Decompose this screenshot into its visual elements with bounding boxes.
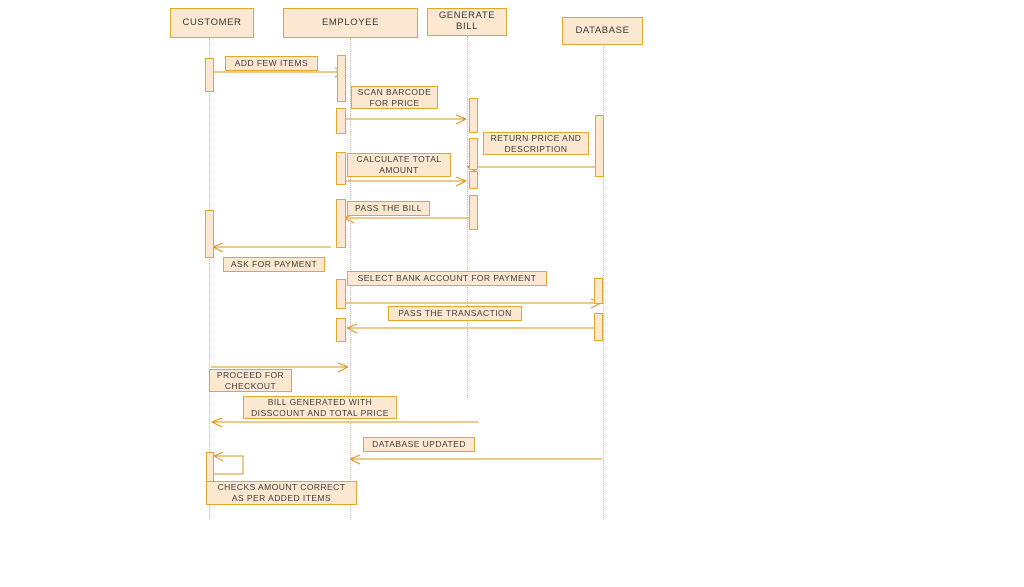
message-label-m4[interactable]: CALCULATE TOTAL AMOUNT — [347, 153, 451, 177]
actor-box-generate_bill[interactable]: GENERATE BILL — [427, 8, 507, 36]
message-label-m2[interactable]: SCAN BARCODE FOR PRICE — [351, 86, 438, 109]
activation-bar-generate_bill — [469, 171, 478, 189]
message-label-m5[interactable]: PASS THE BILL — [347, 201, 430, 216]
lifeline-customer — [209, 38, 210, 520]
message-label-m1[interactable]: ADD FEW ITEMS — [225, 56, 318, 71]
message-label-m3[interactable]: RETURN PRICE AND DESCRIPTION — [483, 132, 589, 155]
activation-bar-customer — [206, 452, 214, 483]
arrow-head-m12 — [213, 451, 224, 462]
activation-bar-database — [594, 278, 603, 304]
activation-bar-employee — [336, 318, 346, 342]
activation-bar-employee — [336, 152, 346, 185]
message-label-m6[interactable]: ASK FOR PAYMENT — [223, 257, 325, 272]
activation-bar-customer — [205, 58, 214, 92]
activation-bar-generate_bill — [469, 98, 478, 133]
message-label-m12[interactable]: CHECKS AMOUNT CORRECT AS PER ADDED ITEMS — [206, 481, 357, 505]
activation-bar-database — [595, 115, 604, 177]
activation-bar-database — [594, 313, 603, 341]
actor-box-customer[interactable]: CUSTOMER — [170, 8, 254, 38]
activation-bar-generate_bill — [469, 138, 478, 170]
arrow-head-m2 — [455, 114, 467, 125]
message-label-m7[interactable]: SELECT BANK ACCOUNT FOR PAYMENT — [347, 271, 547, 286]
message-label-m11[interactable]: DATABASE UPDATED — [363, 437, 475, 452]
arrow-head-m8 — [346, 323, 358, 334]
activation-bar-employee — [337, 55, 346, 102]
arrow-head-m9 — [337, 362, 349, 373]
arrow-head-m10 — [211, 417, 223, 428]
message-label-m9[interactable]: PROCEED FOR CHECKOUT — [209, 369, 292, 392]
activation-bar-employee — [336, 279, 346, 309]
activation-bar-generate_bill — [469, 195, 478, 230]
actor-box-employee[interactable]: EMPLOYEE — [283, 8, 418, 38]
actor-box-database[interactable]: DATABASE — [562, 17, 643, 45]
arrow-head-m11 — [349, 454, 361, 465]
lifeline-database — [603, 45, 604, 520]
arrow-head-m6 — [212, 242, 224, 253]
message-label-m8[interactable]: PASS THE TRANSACTION — [388, 306, 522, 321]
arrow-head-m4 — [455, 176, 467, 187]
activation-bar-customer — [205, 210, 214, 258]
activation-bar-employee — [336, 108, 346, 134]
message-arrow-m12 — [214, 455, 244, 475]
lifeline-generate_bill — [467, 36, 468, 398]
message-label-m10[interactable]: BILL GENERATED WITH DISSCOUNT AND TOTAL … — [243, 396, 397, 419]
activation-bar-employee — [336, 199, 346, 248]
